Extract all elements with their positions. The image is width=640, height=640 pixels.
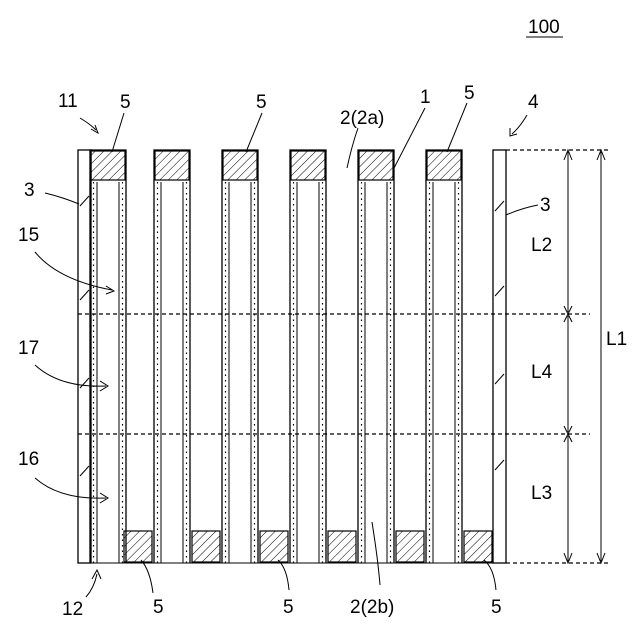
plug-bottom-3 bbox=[260, 531, 288, 562]
label-inlet-face: 11 bbox=[58, 91, 78, 112]
label-honeycomb: 1 bbox=[420, 87, 431, 108]
label-body: 4 bbox=[528, 92, 539, 113]
dimension-l1 bbox=[597, 150, 605, 563]
label-plug-4: 5 bbox=[153, 597, 164, 618]
label-cell-2a: 2(2a) bbox=[340, 108, 384, 129]
outer-wall-right bbox=[493, 150, 506, 563]
label-outer-wall-left: 3 bbox=[24, 180, 35, 201]
label-plug-3: 5 bbox=[464, 83, 475, 104]
plug-bottom-5 bbox=[396, 531, 424, 562]
cell-walls bbox=[90, 150, 493, 563]
label-cell-2b: 2(2b) bbox=[350, 597, 394, 618]
plug-top-3 bbox=[223, 151, 257, 180]
plug-bottom-2 bbox=[192, 531, 220, 562]
label-plug-6: 5 bbox=[491, 597, 502, 618]
plug-top-1 bbox=[91, 151, 125, 180]
cell-unit-1 bbox=[90, 150, 126, 563]
plug-bottom-4 bbox=[328, 531, 356, 562]
cell-unit-4 bbox=[290, 150, 326, 563]
dimension-l4 bbox=[564, 314, 572, 434]
dimension-l2 bbox=[564, 150, 572, 314]
label-region-16: 16 bbox=[18, 449, 39, 470]
dim-label-l2: L2 bbox=[531, 235, 552, 256]
plug-bottom-6 bbox=[464, 531, 492, 562]
plug-top-6 bbox=[427, 151, 461, 180]
outer-wall-left bbox=[78, 150, 91, 563]
cell-unit-3 bbox=[222, 150, 258, 563]
dim-label-l1: L1 bbox=[606, 329, 627, 350]
dim-label-l3: L3 bbox=[531, 483, 552, 504]
label-region-15: 15 bbox=[18, 225, 39, 246]
dimension-l3 bbox=[564, 434, 572, 563]
dim-label-l4: L4 bbox=[531, 362, 553, 383]
plug-top-4 bbox=[291, 151, 325, 180]
plug-top-2 bbox=[155, 151, 189, 180]
label-plug-1: 5 bbox=[120, 92, 131, 113]
plug-top-5 bbox=[359, 151, 393, 180]
plug-bottom-1 bbox=[124, 531, 152, 562]
label-outlet-face: 12 bbox=[62, 599, 83, 620]
cell-unit-6 bbox=[426, 150, 462, 563]
cell-unit-5 bbox=[358, 150, 394, 563]
figure-number: 100 bbox=[528, 17, 560, 38]
label-plug-5: 5 bbox=[283, 597, 294, 618]
cell-unit-2 bbox=[154, 150, 190, 563]
label-plug-2: 5 bbox=[256, 92, 267, 113]
label-outer-wall-right: 3 bbox=[540, 195, 551, 216]
label-region-17: 17 bbox=[18, 338, 39, 359]
